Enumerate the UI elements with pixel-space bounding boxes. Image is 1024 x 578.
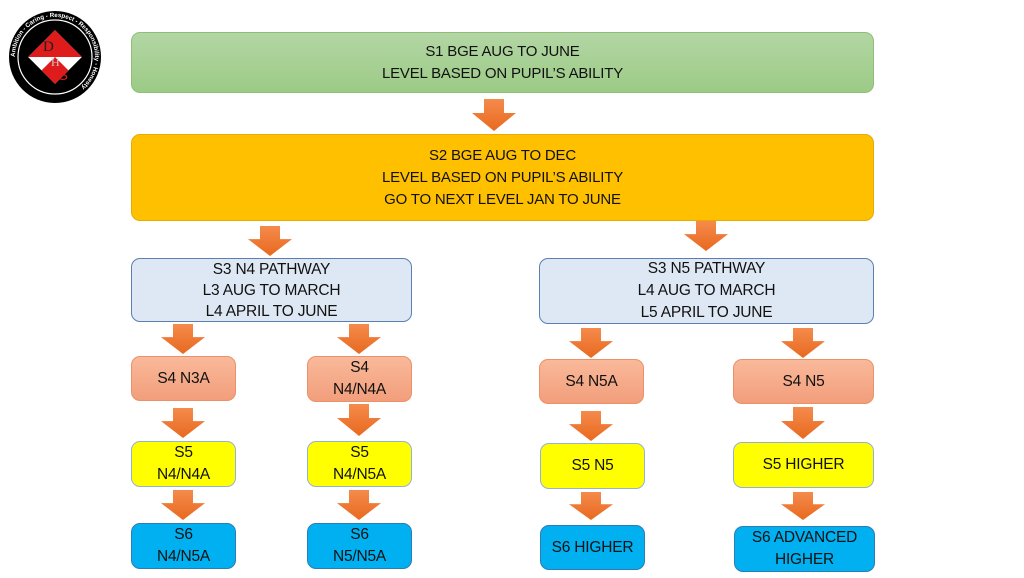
arrow-down-icon xyxy=(569,492,613,520)
s6-col1-line-2: N4/N5A xyxy=(156,548,211,565)
s5-col3-line-1: S5 N5 xyxy=(571,457,614,474)
s4-box: S4 N5A xyxy=(539,359,644,404)
s6-col4-line-1: S6 ADVANCED xyxy=(751,529,858,546)
arrow-down-icon xyxy=(337,404,381,436)
s1-box: S1 BGE AUG TO JUNE LEVEL BASED ON PUPIL’… xyxy=(131,32,874,93)
arrow-down-icon xyxy=(337,324,381,354)
s6-col1-line-1: S6 xyxy=(174,526,193,543)
arrow-down-icon xyxy=(161,490,205,520)
s6-box: S6 ADVANCED HIGHER xyxy=(734,526,875,572)
school-logo: Ambition - Caring - Respect - Responsibi… xyxy=(8,10,102,104)
s3-n4-line-3: L4 APRIL TO JUNE xyxy=(205,302,338,320)
logo-initial-d: D xyxy=(43,39,54,55)
s2-box: S2 BGE AUG TO DEC LEVEL BASED ON PUPIL’S… xyxy=(131,134,874,221)
s5-col1-line-2: N4/N4A xyxy=(156,466,211,483)
arrow-down-icon xyxy=(161,324,205,354)
arrow-down-icon xyxy=(248,226,292,256)
s1-line-2: LEVEL BASED ON PUPIL’S ABILITY xyxy=(381,64,624,82)
s3-n5-line-2: L4 AUG TO MARCH xyxy=(637,282,776,299)
logo-initial-s: S xyxy=(58,67,68,84)
s3-n4-pathway-box: S3 N4 PATHWAY L3 AUG TO MARCH L4 APRIL T… xyxy=(131,258,412,322)
s4-box: S4 N3A xyxy=(131,356,236,401)
arrow-down-icon xyxy=(781,492,825,520)
s4-box: S4 N5 xyxy=(733,359,874,404)
s4-col1-line-1: S4 N3A xyxy=(157,369,210,387)
s3-n4-line-1: S3 N4 PATHWAY xyxy=(212,260,331,278)
s6-col2-line-2: N5/N5A xyxy=(332,548,387,565)
s5-box: S5 N4/N5A xyxy=(307,441,412,487)
s5-box: S5 N5 xyxy=(540,443,645,489)
s4-col2-line-2: N4/N4A xyxy=(332,381,387,398)
s6-col4-line-2: HIGHER xyxy=(774,551,835,568)
s6-col3-line-1: S6 HIGHER xyxy=(551,538,634,556)
s4-box: S4 N4/N4A xyxy=(307,356,412,402)
school-crest-icon: Ambition - Caring - Respect - Responsibi… xyxy=(9,11,101,103)
s3-n5-pathway-box: S3 N5 PATHWAY L4 AUG TO MARCH L5 APRIL T… xyxy=(539,258,874,324)
s6-box: S6 N5/N5A xyxy=(307,523,412,569)
arrow-down-icon xyxy=(781,328,825,358)
s4-col3-line-1: S4 N5A xyxy=(565,372,618,390)
arrow-down-icon xyxy=(472,99,516,131)
s4-col4-line-1: S4 N5 xyxy=(782,372,825,390)
s2-line-2: LEVEL BASED ON PUPIL’S ABILITY xyxy=(381,168,624,186)
s5-col4-line-1: S5 HIGHER xyxy=(762,456,845,473)
s6-col2-line-1: S6 xyxy=(350,526,369,543)
arrow-down-icon xyxy=(337,490,381,520)
s3-n5-line-3: L5 APRIL TO JUNE xyxy=(640,304,773,321)
s3-n5-line-1: S3 N5 PATHWAY xyxy=(647,260,766,277)
s2-line-3: GO TO NEXT LEVEL JAN TO JUNE xyxy=(384,190,621,208)
arrow-down-icon xyxy=(781,407,825,439)
s5-col1-line-1: S5 xyxy=(174,444,193,461)
s4-col2-line-1: S4 xyxy=(350,359,369,376)
s5-col2-line-2: N4/N5A xyxy=(332,466,387,483)
arrow-down-icon xyxy=(569,328,613,358)
s6-box: S6 N4/N5A xyxy=(131,523,236,569)
arrow-down-icon xyxy=(161,408,205,438)
s6-box: S6 HIGHER xyxy=(540,525,645,570)
arrow-down-icon xyxy=(684,221,728,251)
s5-box: S5 HIGHER xyxy=(733,442,874,488)
arrow-down-icon xyxy=(569,411,613,441)
s3-n4-line-2: L3 AUG TO MARCH xyxy=(202,281,341,299)
s5-col2-line-1: S5 xyxy=(350,444,369,461)
s5-box: S5 N4/N4A xyxy=(131,441,236,487)
logo-initial-h: H xyxy=(51,55,60,69)
s1-line-1: S1 BGE AUG TO JUNE xyxy=(425,42,580,60)
s2-line-1: S2 BGE AUG TO DEC xyxy=(429,146,576,164)
